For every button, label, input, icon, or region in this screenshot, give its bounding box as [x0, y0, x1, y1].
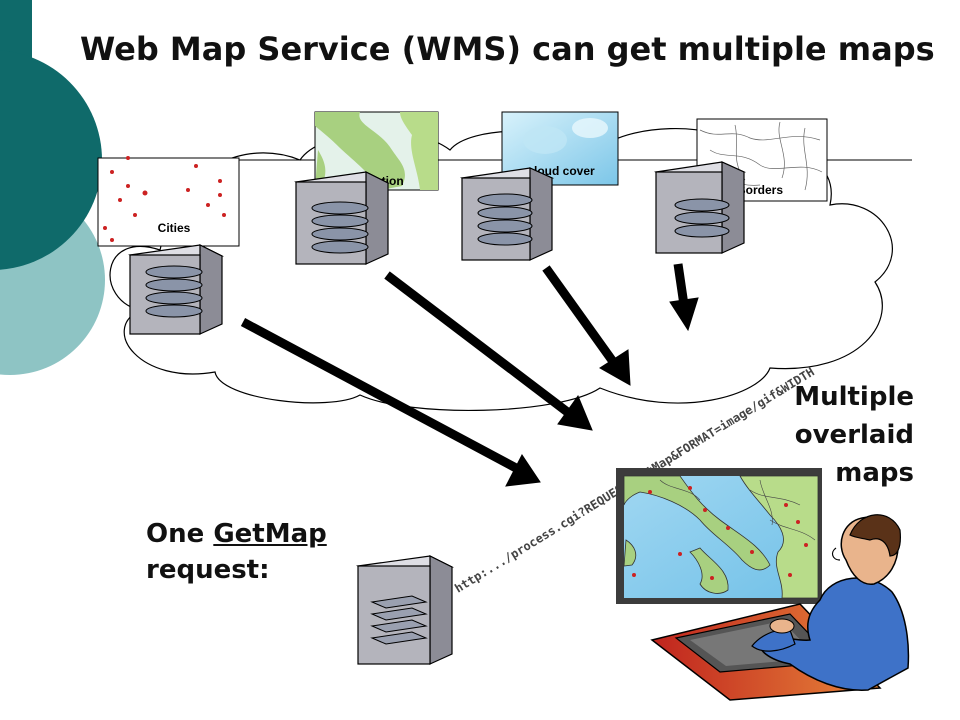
- server-borders: [654, 161, 747, 254]
- server-elevation: [294, 171, 390, 265]
- map-cloud-cover: cloud cover: [501, 111, 619, 186]
- caption-line-1: Multiple: [794, 382, 914, 412]
- arrow-cloud-cover: [542, 265, 631, 386]
- arrow-elevation: [384, 271, 593, 431]
- map-label-cities: Cities: [158, 221, 191, 235]
- map-label-borders: Borders: [737, 183, 783, 197]
- getmap-link[interactable]: GetMap: [213, 519, 327, 549]
- combined-map: [616, 468, 822, 604]
- left-decoration: [0, 0, 105, 375]
- arrows: [240, 263, 699, 487]
- arrow-borders: [669, 263, 699, 332]
- request-prefix: One: [146, 519, 205, 549]
- overlaid-maps-caption: Multiple overlaid maps: [794, 378, 914, 492]
- server-cities: [128, 244, 224, 335]
- getmap-request-caption: One GetMap request:: [146, 516, 327, 588]
- caption-line-3: maps: [835, 458, 914, 488]
- arrow-cities: [240, 318, 541, 487]
- map-cities: Cities: [97, 156, 240, 247]
- client-server: [356, 555, 454, 665]
- server-cloud-cover: [460, 167, 555, 261]
- request-suffix: request:: [146, 555, 270, 585]
- caption-line-2: overlaid: [794, 420, 914, 450]
- slide-title: Web Map Service (WMS) can get multiple m…: [80, 30, 935, 68]
- person-at-desk: [650, 514, 910, 701]
